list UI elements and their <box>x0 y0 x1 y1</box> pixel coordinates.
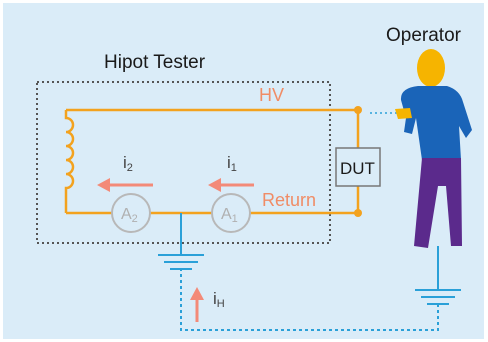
arrow-i1-icon <box>208 178 254 192</box>
ammeter-a2 <box>111 193 151 233</box>
operator-icon <box>395 49 472 248</box>
a1-label: A1 <box>221 206 238 225</box>
leakage-path <box>180 269 439 331</box>
background-panel <box>3 3 484 339</box>
tester-box <box>36 81 331 244</box>
return-terminal <box>354 209 362 217</box>
hv-label: HV <box>259 85 284 105</box>
operator-label: Operator <box>386 25 462 46</box>
i1-label: i1 <box>227 153 237 174</box>
arrow-ih-icon <box>190 287 204 322</box>
transformer-coil <box>64 110 75 213</box>
dut-box <box>335 147 381 187</box>
dut-label: DUT <box>340 159 375 178</box>
i2-label: i2 <box>123 153 133 174</box>
ih-label: iH <box>213 289 225 310</box>
a2-label: A2 <box>121 206 138 225</box>
ammeter-a1 <box>211 193 251 233</box>
return-label: Return <box>262 190 316 210</box>
hv-terminal <box>354 106 362 114</box>
arrow-i2-icon <box>97 178 153 192</box>
tester-label: Hipot Tester <box>104 52 206 73</box>
